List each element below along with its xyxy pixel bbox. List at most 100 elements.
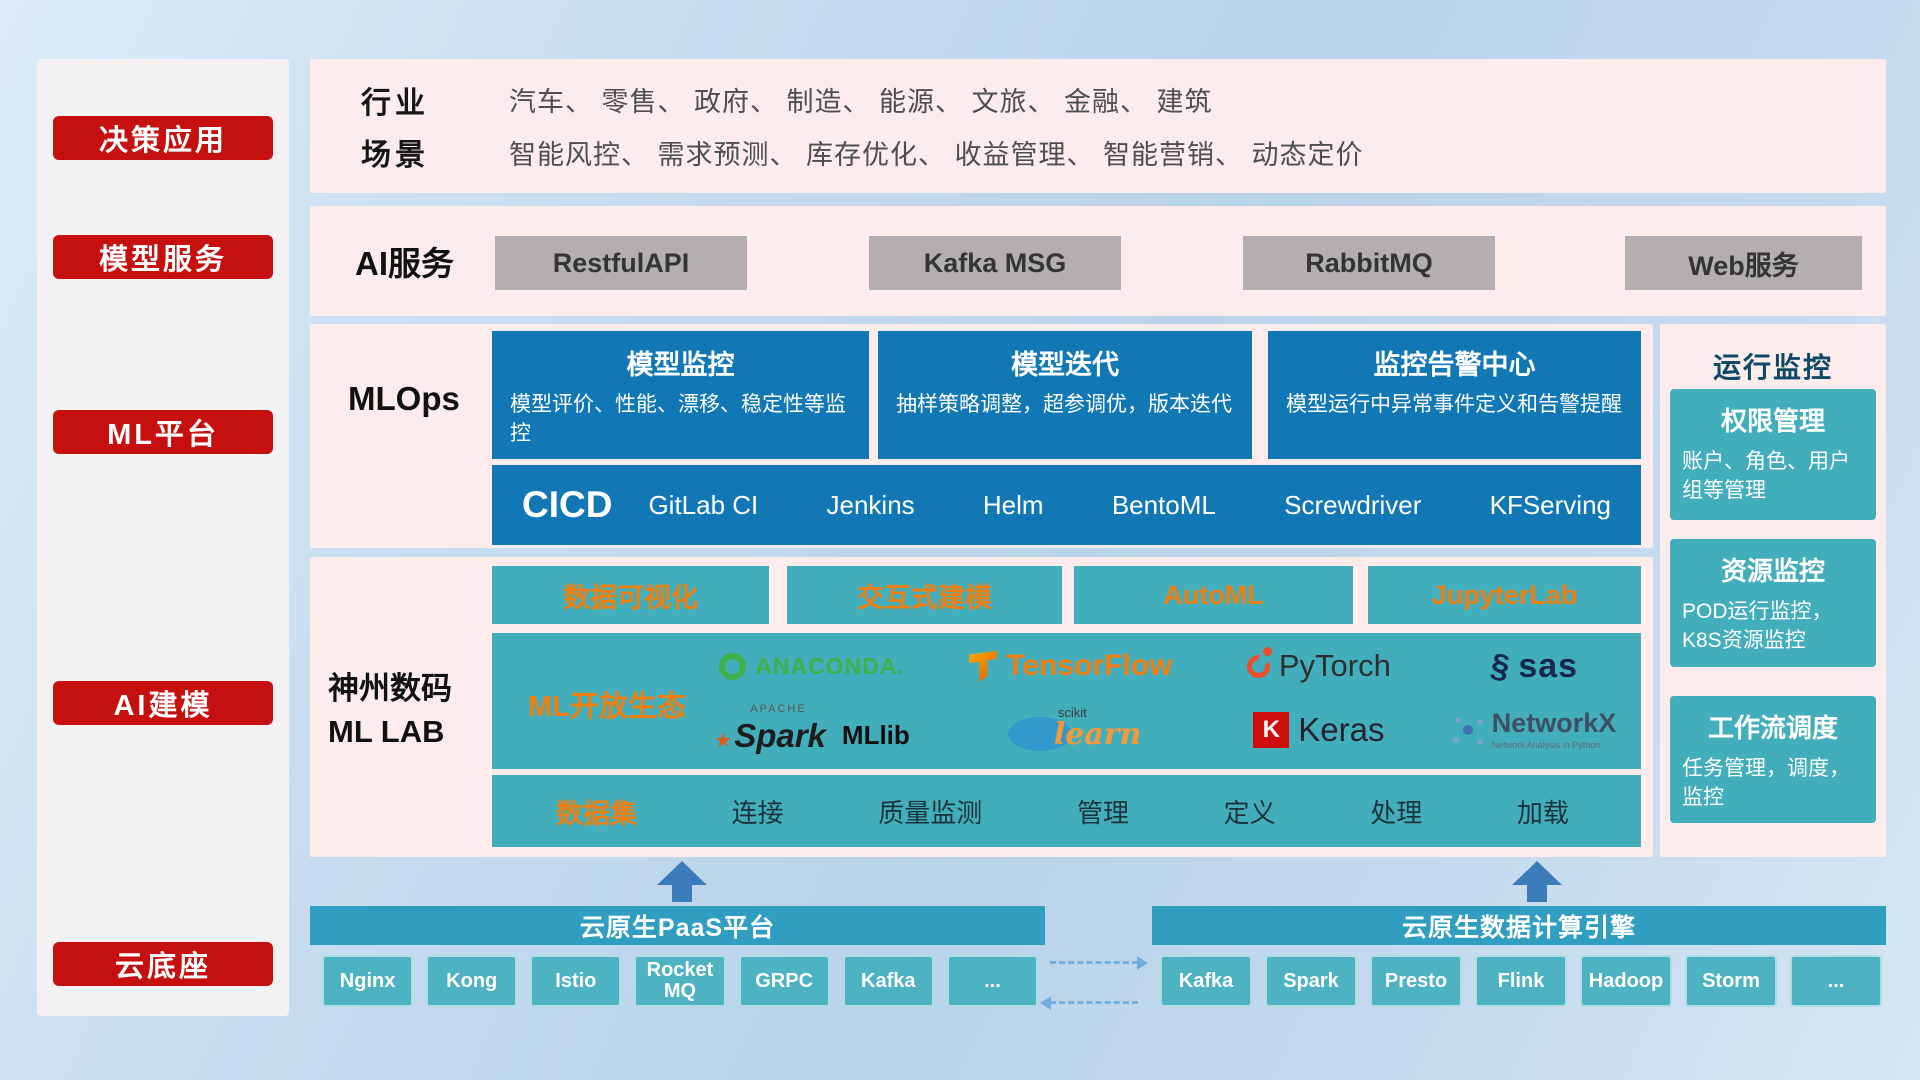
rabbitmq-block: RabbitMQ [1243,236,1495,290]
scenario-label: 场景 [361,139,429,173]
scenario-list: 智能风控、 需求预测、 库存优化、 收益管理、 智能营销、 动态定价 [509,139,1364,170]
layer-sidebar: 决策应用 模型服务 ML平台 AI建模 云底座 [37,59,289,1016]
runtime-monitoring-panel: 运行监控 权限管理 账户、角色、用户组等管理 资源监控 POD运行监控，K8S资… [1660,324,1886,857]
chip-flink: Flink [1475,955,1567,1007]
ml-lab-label-line1: 神州数码 [328,671,452,706]
cicd-title: CICD [522,484,613,525]
pytorch-logo: PyTorch [1246,646,1391,684]
up-arrow-head [657,861,707,885]
mllib-wordmark: MLlib [841,720,910,751]
dataset-item-define: 定义 [1223,797,1276,828]
arrowhead-left [1040,996,1051,1010]
spark-star-icon: ★ [714,730,733,753]
cicd-item-kfserving: KFServing [1489,489,1611,520]
data-engine-banner: 云原生数据计算引擎 [1152,906,1886,945]
model-monitoring-card: 模型监控 模型评价、性能、漂移、稳定性等监控 [492,331,869,459]
mlops-panel: MLOps 模型监控 模型评价、性能、漂移、稳定性等监控 模型迭代 抽样策略调整… [310,324,1653,548]
spark-mllib-logo: APACHE ★Spark MLlib [714,703,910,755]
jupyterlab-block: JupyterLab [1368,566,1641,624]
tensorflow-icon [969,650,998,682]
chip-kong: Kong [426,955,518,1007]
model-monitoring-title: 模型监控 [626,350,735,380]
cicd-item-jenkins: Jenkins [826,489,915,520]
dataset-label: 数据集 [556,798,637,829]
spark-wordmark: Spark [734,717,826,755]
mlops-label: MLOps [348,380,460,417]
ml-lab-label: 神州数码 ML LAB [328,667,490,754]
alert-center-title: 监控告警中心 [1373,350,1536,380]
anaconda-wordmark: ANACONDA. [755,652,905,679]
networkx-icon [1453,715,1483,745]
industry-scenario-panel: 行业 汽车、 零售、 政府、 制造、 能源、 文旅、 金融、 建筑 场景 智能风… [310,59,1886,193]
data-engine-chips: Kafka Spark Presto Flink Hadoop Storm ..… [1160,955,1882,1007]
up-arrow-stem [1527,885,1547,902]
learn-wordmark: learn [1053,717,1142,753]
cicd-item-screwdriver: Screwdriver [1284,489,1422,520]
sidebar-item-ai-modeling: AI建模 [53,681,273,725]
chip-more: ... [1790,955,1882,1007]
resource-monitoring-card: 资源监控 POD运行监控，K8S资源监控 [1670,539,1876,667]
resource-monitoring-title: 资源监控 [1720,556,1825,586]
model-monitoring-desc: 模型评价、性能、漂移、稳定性等监控 [510,393,846,445]
permission-mgmt-title: 权限管理 [1720,406,1825,436]
scikit-learn-logo: scikit learn [1007,705,1141,755]
runtime-monitoring-title: 运行监控 [1712,352,1833,383]
ecosystem-logo-grid: ANACONDA. TensorFlow PyTorch § sas APAC [688,637,1637,765]
chip-rocketmq: RocketMQ [634,955,726,1007]
sas-swoosh-icon: § [1487,645,1513,686]
ml-open-ecosystem-box: ML开放生态 ANACONDA. TensorFlow PyTorch § sa… [492,633,1641,769]
workflow-scheduling-desc: 任务管理，调度，监控 [1682,757,1850,810]
tensorflow-logo: TensorFlow [969,649,1172,683]
scenario-row: 场景 智能风控、 需求预测、 库存优化、 收益管理、 智能营销、 动态定价 [361,130,1866,174]
workflow-scheduling-title: 工作流调度 [1707,713,1838,743]
networkx-wordmark: NetworkX [1491,708,1617,739]
kafka-msg-block: Kafka MSG [869,236,1121,290]
cicd-item-helm: Helm [982,489,1044,520]
permission-mgmt-desc: 账户、角色、用户组等管理 [1682,450,1850,503]
alert-center-card: 监控告警中心 模型运行中异常事件定义和告警提醒 [1268,331,1641,459]
alert-center-desc: 模型运行中异常事件定义和告警提醒 [1286,393,1622,416]
chip-grpc: GRPC [738,955,830,1007]
restful-api-block: RestfulAPI [495,236,747,290]
sas-wordmark: sas [1518,646,1579,685]
ml-lab-label-line2: ML LAB [328,714,445,750]
chip-more: ... [946,955,1038,1007]
pytorch-wordmark: PyTorch [1278,648,1391,684]
web-service-block: Web服务 [1625,236,1862,290]
chip-nginx: Nginx [322,955,414,1007]
dataset-item-process: 处理 [1370,797,1423,828]
networkx-text-block: NetworkX Network Analysis in Python [1492,710,1617,750]
workflow-scheduling-card: 工作流调度 任务管理，调度，监控 [1670,696,1876,823]
chip-istio: Istio [530,955,622,1007]
up-arrow-icon [1512,861,1562,903]
sas-logo: § sas [1487,645,1579,686]
sidebar-item-model-services: 模型服务 [53,235,273,279]
ai-service-panel: AI服务 RestfulAPI Kafka MSG RabbitMQ Web服务 [310,206,1886,316]
ml-open-ecosystem-label: ML开放生态 [528,691,686,723]
dashed-arrow-left-icon [1040,996,1138,1010]
dataset-item-load: 加载 [1516,797,1569,828]
scikit-text: scikit [1057,705,1087,721]
model-iteration-card: 模型迭代 抽样策略调整，超参调优，版本迭代 [878,331,1252,459]
paas-banner: 云原生PaaS平台 [310,906,1045,945]
interactive-modeling-block: 交互式建模 [787,566,1062,624]
dataset-item-quality: 质量监测 [878,797,983,828]
resource-monitoring-desc: POD运行监控，K8S资源监控 [1682,600,1833,653]
networkx-logo: NetworkX Network Analysis in Python [1453,710,1617,750]
industry-label: 行业 [361,86,429,120]
chip-hadoop: Hadoop [1580,955,1672,1007]
chip-kafka: Kafka [842,955,934,1007]
model-iteration-title: 模型迭代 [1011,350,1119,380]
keras-logo: K Keras [1253,711,1384,749]
sidebar-item-decision-apps: 决策应用 [53,116,273,160]
tensorflow-wordmark: TensorFlow [1006,649,1173,683]
paas-chips: Nginx Kong Istio RocketMQ GRPC Kafka ... [322,955,1038,1007]
sidebar-item-cloud-base: 云底座 [53,942,273,986]
chip-storm: Storm [1685,955,1777,1007]
data-visualization-block: 数据可视化 [492,566,769,624]
model-iteration-desc: 抽样策略调整，超参调优，版本迭代 [896,393,1232,416]
chip-kafka: Kafka [1160,955,1252,1007]
sidebar-item-ml-platform: ML平台 [53,410,273,454]
spark-logo: APACHE ★Spark [714,703,826,755]
